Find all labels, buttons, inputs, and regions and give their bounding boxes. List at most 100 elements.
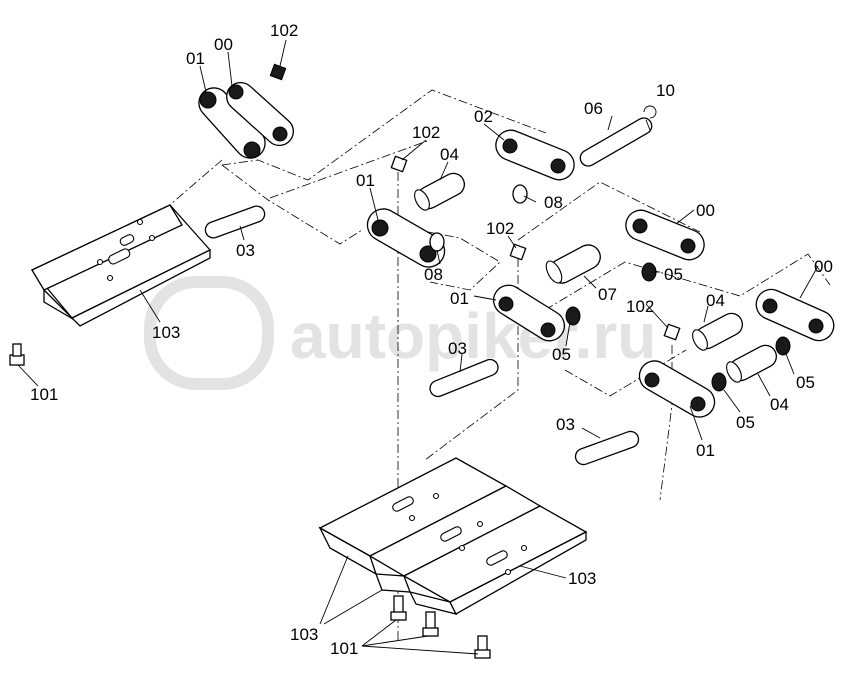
track-link bbox=[492, 284, 566, 342]
track-link bbox=[198, 87, 266, 159]
shoe-bolt-hole bbox=[504, 568, 512, 576]
label-10: 10 bbox=[656, 81, 675, 100]
label-02: 02 bbox=[474, 107, 493, 126]
label-08: 08 bbox=[544, 193, 563, 212]
guide-line bbox=[564, 349, 687, 397]
shoe-bolt-slot bbox=[119, 234, 135, 246]
label-01: 01 bbox=[186, 49, 205, 68]
label-01: 01 bbox=[696, 441, 715, 460]
watermark-text: autopiker.ru bbox=[290, 300, 656, 372]
leader-lines bbox=[17, 39, 819, 655]
guide-line bbox=[424, 258, 519, 461]
seal-ring bbox=[512, 184, 528, 204]
bolt-icon bbox=[9, 343, 25, 366]
label-03: 03 bbox=[556, 415, 575, 434]
track-pin bbox=[204, 205, 266, 239]
nut-icon bbox=[509, 243, 527, 261]
bolt-icon bbox=[474, 635, 491, 659]
label-101: 101 bbox=[330, 639, 358, 658]
label-103: 103 bbox=[152, 323, 180, 342]
track-pin bbox=[579, 117, 653, 167]
label-03: 03 bbox=[448, 339, 467, 358]
bushing bbox=[545, 244, 601, 284]
seal-ring bbox=[641, 262, 657, 282]
label-06: 06 bbox=[584, 99, 603, 118]
track-pin bbox=[574, 430, 640, 466]
label-08: 08 bbox=[424, 265, 443, 284]
label-00: 00 bbox=[814, 257, 833, 276]
bolt-icon bbox=[390, 595, 407, 621]
guide-line bbox=[221, 89, 547, 181]
guide-line bbox=[659, 345, 673, 501]
label-04: 04 bbox=[440, 145, 459, 164]
label-103: 103 bbox=[290, 625, 318, 644]
guide-line bbox=[517, 181, 701, 241]
shoe-bolt-hole bbox=[106, 274, 114, 282]
track-link bbox=[226, 81, 294, 147]
shoe-bolt-hole bbox=[408, 514, 416, 522]
label-07: 07 bbox=[598, 285, 617, 304]
track-link bbox=[638, 360, 716, 418]
label-102: 102 bbox=[412, 123, 440, 142]
bushing bbox=[692, 312, 744, 351]
part-labels: 01 00 102 06 10 02 102 04 01 08 00 03 10… bbox=[30, 21, 833, 658]
nut-icon bbox=[269, 63, 287, 81]
shoe-plate-side bbox=[449, 530, 587, 615]
nut-icon bbox=[663, 323, 681, 341]
bolt-icon bbox=[422, 611, 439, 637]
clip-icon bbox=[643, 105, 657, 119]
bushing bbox=[726, 344, 778, 383]
shoe-bolt-slot bbox=[486, 550, 508, 566]
shoe-bolt-hole bbox=[136, 218, 144, 226]
shoe-bolt-hole bbox=[520, 544, 528, 552]
shoe-bolt-hole bbox=[148, 234, 156, 242]
track-pin bbox=[429, 358, 499, 398]
label-102: 102 bbox=[626, 297, 654, 316]
shoe-bolt-slot bbox=[108, 248, 131, 265]
assembly-guides bbox=[119, 89, 831, 640]
label-05: 05 bbox=[552, 345, 571, 364]
nut-icon bbox=[390, 155, 408, 173]
guide-line bbox=[221, 164, 363, 245]
track-link bbox=[366, 208, 446, 268]
guide-line bbox=[269, 139, 431, 199]
label-01: 01 bbox=[450, 289, 469, 308]
watermark: autopiker.ru bbox=[144, 276, 656, 390]
track-link bbox=[755, 288, 835, 342]
shoe-plate-grouser bbox=[31, 204, 183, 291]
label-05: 05 bbox=[736, 413, 755, 432]
seal-ring bbox=[429, 232, 445, 252]
guide-line bbox=[119, 159, 223, 249]
bushing bbox=[414, 172, 466, 211]
track-link bbox=[625, 209, 705, 261]
label-03: 03 bbox=[236, 241, 255, 260]
watermark-logo bbox=[144, 276, 274, 390]
seals bbox=[429, 184, 791, 392]
shoe-bolt-hole bbox=[476, 520, 484, 528]
label-00: 00 bbox=[696, 201, 715, 220]
seal-ring bbox=[565, 306, 581, 326]
label-01: 01 bbox=[356, 171, 375, 190]
shoe-bolt-hole bbox=[96, 258, 104, 266]
shoe-plate-side bbox=[70, 248, 211, 327]
seal-ring bbox=[775, 336, 791, 356]
fasteners bbox=[9, 63, 681, 659]
shoe-plate-upper bbox=[30, 204, 212, 327]
shoe-bolt-hole bbox=[458, 544, 466, 552]
label-05: 05 bbox=[664, 265, 683, 284]
track-links bbox=[198, 81, 835, 418]
label-04: 04 bbox=[706, 291, 725, 310]
shoe-bolt-slot bbox=[440, 526, 462, 542]
label-00: 00 bbox=[214, 35, 233, 54]
guide-line bbox=[427, 231, 501, 291]
label-101: 101 bbox=[30, 385, 58, 404]
shoe-bolt-slot bbox=[392, 496, 414, 512]
shoe-plates-lower bbox=[318, 457, 588, 615]
label-102: 102 bbox=[270, 21, 298, 40]
pins-and-bushings bbox=[204, 117, 778, 466]
label-102: 102 bbox=[486, 219, 514, 238]
shoe-bolt-hole bbox=[432, 492, 440, 500]
label-04: 04 bbox=[770, 395, 789, 414]
track-link bbox=[495, 129, 575, 181]
